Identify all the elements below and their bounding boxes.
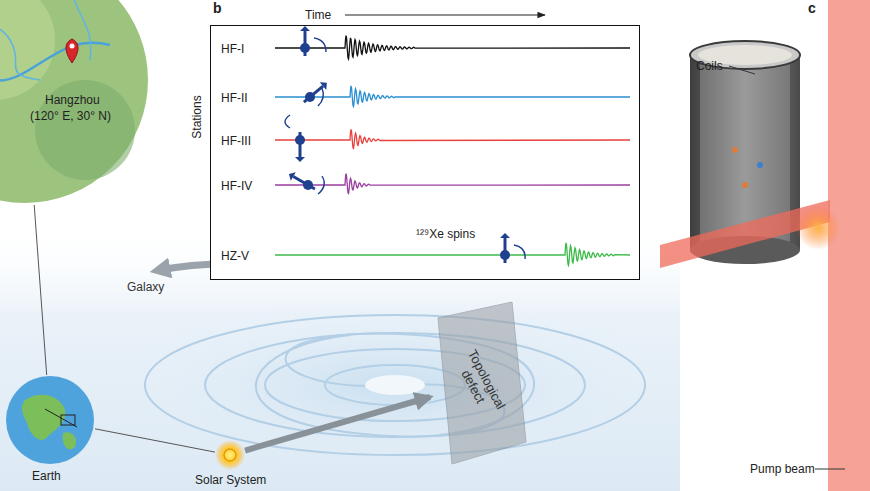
node-label: Earth [32,469,61,483]
spin-arrowhead [289,172,296,181]
station-label: HZ-V [221,249,249,263]
spin-arrow [304,86,323,102]
part-label: Coils [696,59,723,73]
zoom-line [95,429,215,452]
precession-arrow [314,38,326,52]
earth-globe: Earth [5,375,95,465]
node-label: Solar System [195,473,266,487]
signal-trace [275,243,630,266]
station-label: ¹²⁹Xe spins [416,227,475,241]
precession-arrow [318,176,324,194]
station-label: HF-III [221,134,251,148]
solar-system-marker: Solar System [215,440,245,470]
spin-arrowhead [320,82,327,90]
motion-arrow [245,397,430,451]
station-panel: HF-I HF-II HF-III HF-IV HZ-V ¹²⁹Xe spins [210,25,640,280]
galaxy-label: Galaxy [127,280,164,294]
node-label: Hangzhou [45,93,100,107]
spin-arrowhead [295,157,305,162]
part-label: Pump beam [750,462,815,476]
panel-letter: b [213,1,222,15]
zoom-line [34,205,47,375]
axis-label: Stations [190,92,204,142]
spin-arrowhead [500,233,510,238]
precession-arrow [514,245,525,259]
station-label: HF-II [221,91,248,105]
spin-arrowhead [300,26,310,31]
spin-arrow [293,177,315,190]
earth-shape [5,375,95,465]
station-label: HF-IV [221,179,252,193]
signal-trace [275,174,630,194]
spin-dot [500,250,510,260]
node-label: (120° E, 30° N) [30,109,111,123]
station-label: HF-I [221,42,244,56]
signal-trace [275,36,630,59]
signal-trace [275,129,630,148]
spin-dot [303,180,313,190]
precession-arrow [285,115,290,128]
spin-dot [305,92,315,102]
map-circle: Hangzhou (120° E, 30° N) [0,0,150,205]
axis-label: Time [305,8,331,22]
spin-dot [295,135,305,145]
spin-dot [300,43,310,53]
precession-arrow [318,88,323,106]
signal-trace [275,86,630,107]
sun-shape [215,440,245,470]
panel-letter: c [808,1,816,15]
topological-defect-plane: Topological defect [430,300,530,465]
